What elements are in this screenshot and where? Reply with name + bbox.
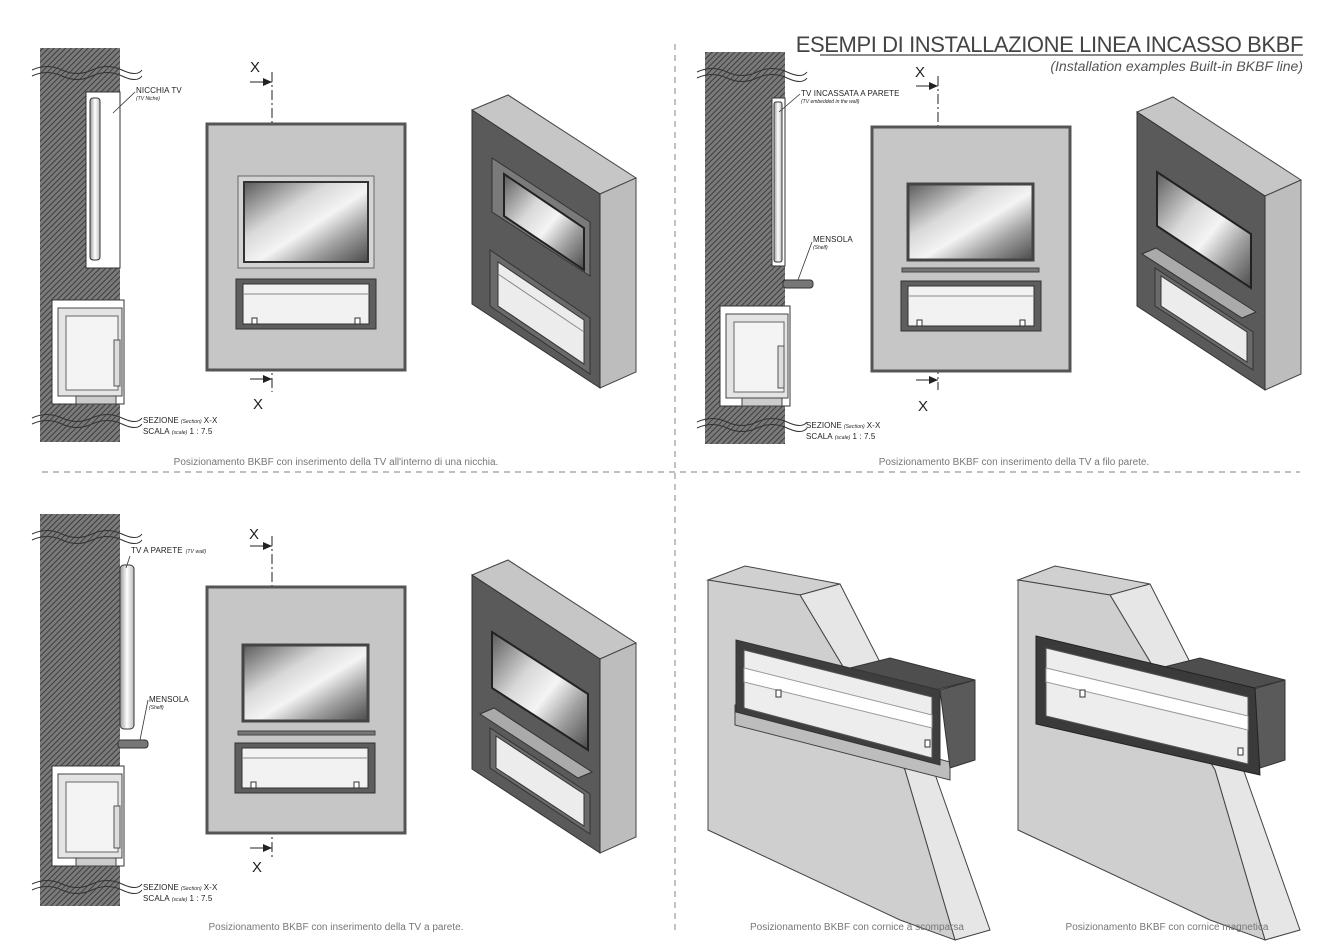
shelf-label-sub: (Shelf) — [149, 705, 164, 711]
section-view: SEZIONE(Section)X-X SCALA(scale)1 : 7.5 … — [31, 48, 218, 442]
panel-niche: SEZIONE(Section)X-X SCALA(scale)1 : 7.5 … — [31, 48, 638, 468]
wall-tv-label-sub: (TV wall) — [186, 549, 207, 555]
isometric-view — [470, 94, 638, 389]
scala-label: SCALA — [143, 427, 170, 436]
svg-text:X: X — [918, 398, 928, 415]
svg-text:SCALA(scale)1 : 7.5: SCALA(scale)1 : 7.5 — [143, 427, 213, 436]
svg-text:X: X — [915, 64, 925, 81]
caption-frame-concealed: Posizionamento BKBF con cornice a scompa… — [750, 922, 964, 933]
sezione-label: SEZIONE — [143, 416, 179, 425]
svg-text:SEZIONE(Section)X-X: SEZIONE(Section)X-X — [806, 421, 881, 430]
embedded-label: TV INCASSATA A PARETE — [801, 89, 900, 98]
section-view: SEZIONE(Section)X-X SCALA(scale)1 : 7.5 … — [696, 52, 900, 444]
front-view — [205, 585, 407, 835]
caption-frame-magnetic: Posizionamento BKBF con cornice magnetic… — [1066, 922, 1269, 933]
svg-text:TV A PARETE(TV wall): TV A PARETE(TV wall) — [131, 546, 206, 555]
embedded-label-sub: (TV embedded in the wall) — [801, 99, 860, 105]
page-header: ESEMPI DI INSTALLAZIONE LINEA INCASSO BK… — [796, 32, 1304, 74]
svg-text:X: X — [249, 526, 259, 543]
isometric-view — [470, 559, 638, 854]
caption-embedded: Posizionamento BKBF con inserimento dell… — [879, 457, 1150, 468]
page-title: ESEMPI DI INSTALLAZIONE LINEA INCASSO BK… — [796, 32, 1303, 57]
panel-frames: Posizionamento BKBF con cornice a scompa… — [706, 565, 1301, 941]
panel-embedded: SEZIONE(Section)X-X SCALA(scale)1 : 7.5 … — [696, 52, 1303, 468]
front-view — [870, 125, 1072, 373]
axis-x-top: X — [250, 59, 260, 76]
niche-label-sub: (TV Niche) — [136, 96, 160, 102]
shelf-label: MENSOLA — [149, 695, 189, 704]
shelf-label-sub: (Shelf) — [813, 245, 828, 251]
front-view — [205, 122, 407, 372]
svg-text:SCALA(scale)1 : 7.5: SCALA(scale)1 : 7.5 — [143, 894, 213, 903]
svg-text:SEZIONE(Section)X-X: SEZIONE(Section)X-X — [143, 416, 218, 425]
section-view: SEZIONE(Section)X-X SCALA(scale)1 : 7.5 … — [31, 514, 218, 906]
niche-label: NICCHIA TV — [136, 86, 182, 95]
isometric-view — [1135, 96, 1303, 391]
caption-niche: Posizionamento BKBF con inserimento dell… — [174, 457, 499, 468]
frame-magnetic-view — [1016, 565, 1301, 941]
shelf-label: MENSOLA — [813, 235, 853, 244]
panel-wall-tv: SEZIONE(Section)X-X SCALA(scale)1 : 7.5 … — [31, 514, 638, 933]
wall-tv-label: TV A PARETE — [131, 546, 183, 555]
svg-text:X: X — [252, 859, 262, 876]
axis-x-bottom: X — [253, 396, 263, 413]
page-subtitle: (Installation examples Built-in BKBF lin… — [1050, 58, 1303, 74]
svg-text:SCALA(scale)1 : 7.5: SCALA(scale)1 : 7.5 — [806, 432, 876, 441]
caption-wall-tv: Posizionamento BKBF con inserimento dell… — [209, 922, 464, 933]
frame-concealed-view — [706, 565, 991, 941]
svg-text:SEZIONE(Section)X-X: SEZIONE(Section)X-X — [143, 883, 218, 892]
